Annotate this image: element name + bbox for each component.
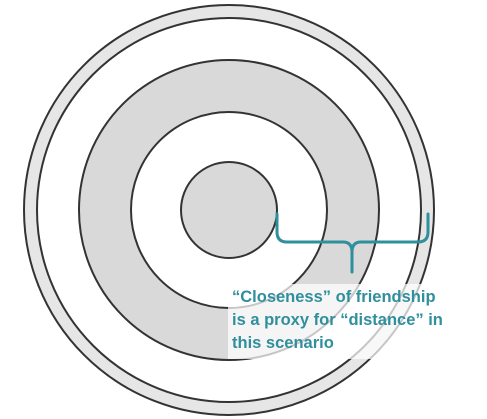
annotation-text: “Closeness” of friendship is a proxy for…: [228, 284, 487, 359]
annotation-line-1: “Closeness” of friendship: [232, 288, 436, 306]
annotation-line-3: this scenario: [232, 334, 334, 352]
annotation-line-2: is a proxy for “distance” in: [232, 311, 443, 329]
center-circle: [180, 161, 278, 259]
curly-brace: [275, 212, 430, 274]
